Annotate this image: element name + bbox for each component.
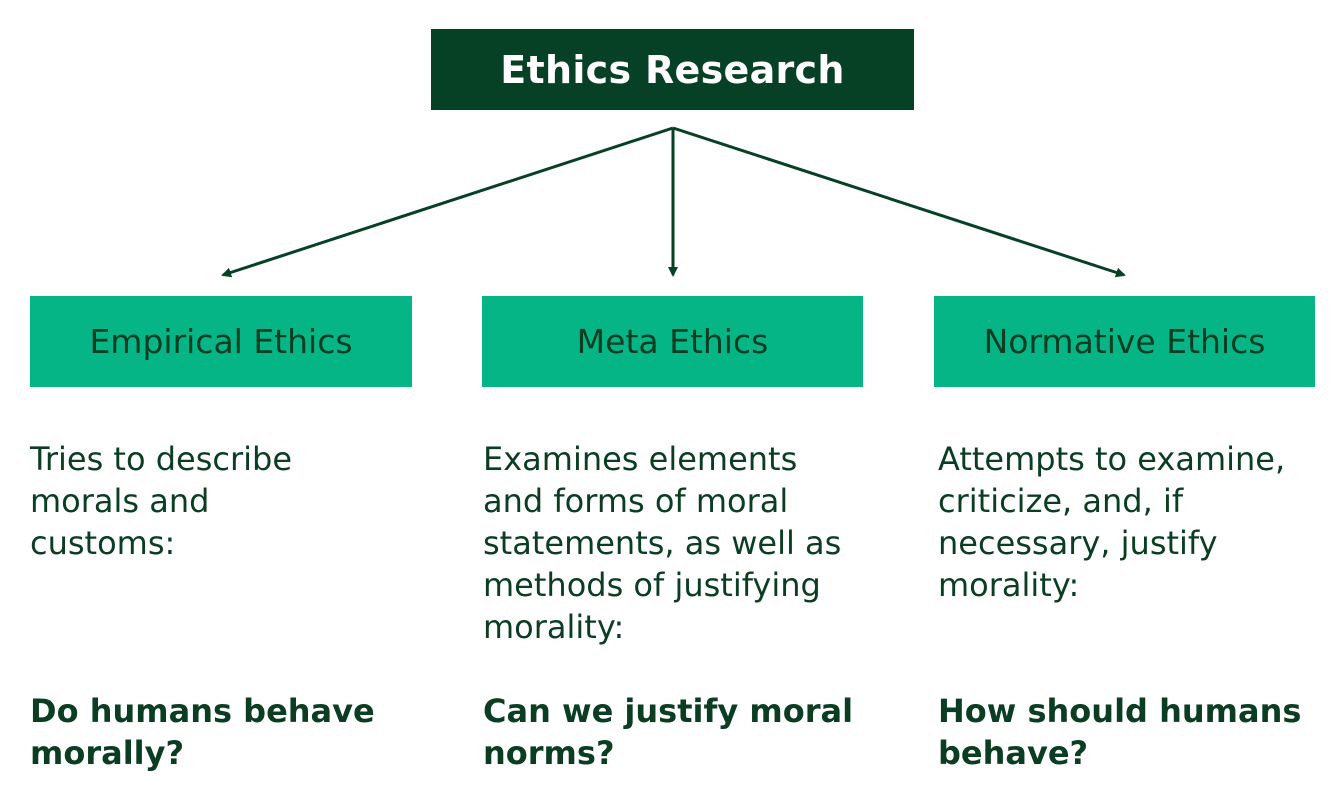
branch-node-empirical: Empirical Ethics xyxy=(30,296,412,387)
branch-question-empirical: Do humans behave morally? xyxy=(30,692,375,772)
root-node-label: Ethics Research xyxy=(500,47,845,92)
branch-title-empirical: Empirical Ethics xyxy=(89,322,353,361)
branch-node-normative: Normative Ethics xyxy=(934,296,1315,387)
root-node: Ethics Research xyxy=(431,29,914,110)
branch-description-empirical: Tries to describe morals and customs: xyxy=(30,440,293,562)
branch-title-normative: Normative Ethics xyxy=(983,322,1266,361)
arrow-to-normative xyxy=(672,126,1126,278)
branch-description-meta: Examines elements and forms of moral sta… xyxy=(483,440,842,646)
branch-title-meta: Meta Ethics xyxy=(576,322,769,361)
branch-node-meta: Meta Ethics xyxy=(482,296,863,387)
branch-question-normative: How should humans behave? xyxy=(938,692,1302,772)
branch-question-meta: Can we justify moral norms? xyxy=(483,692,854,772)
branch-description-normative: Attempts to examine, criticize, and, if … xyxy=(938,440,1286,604)
arrow-to-empirical xyxy=(221,126,674,278)
